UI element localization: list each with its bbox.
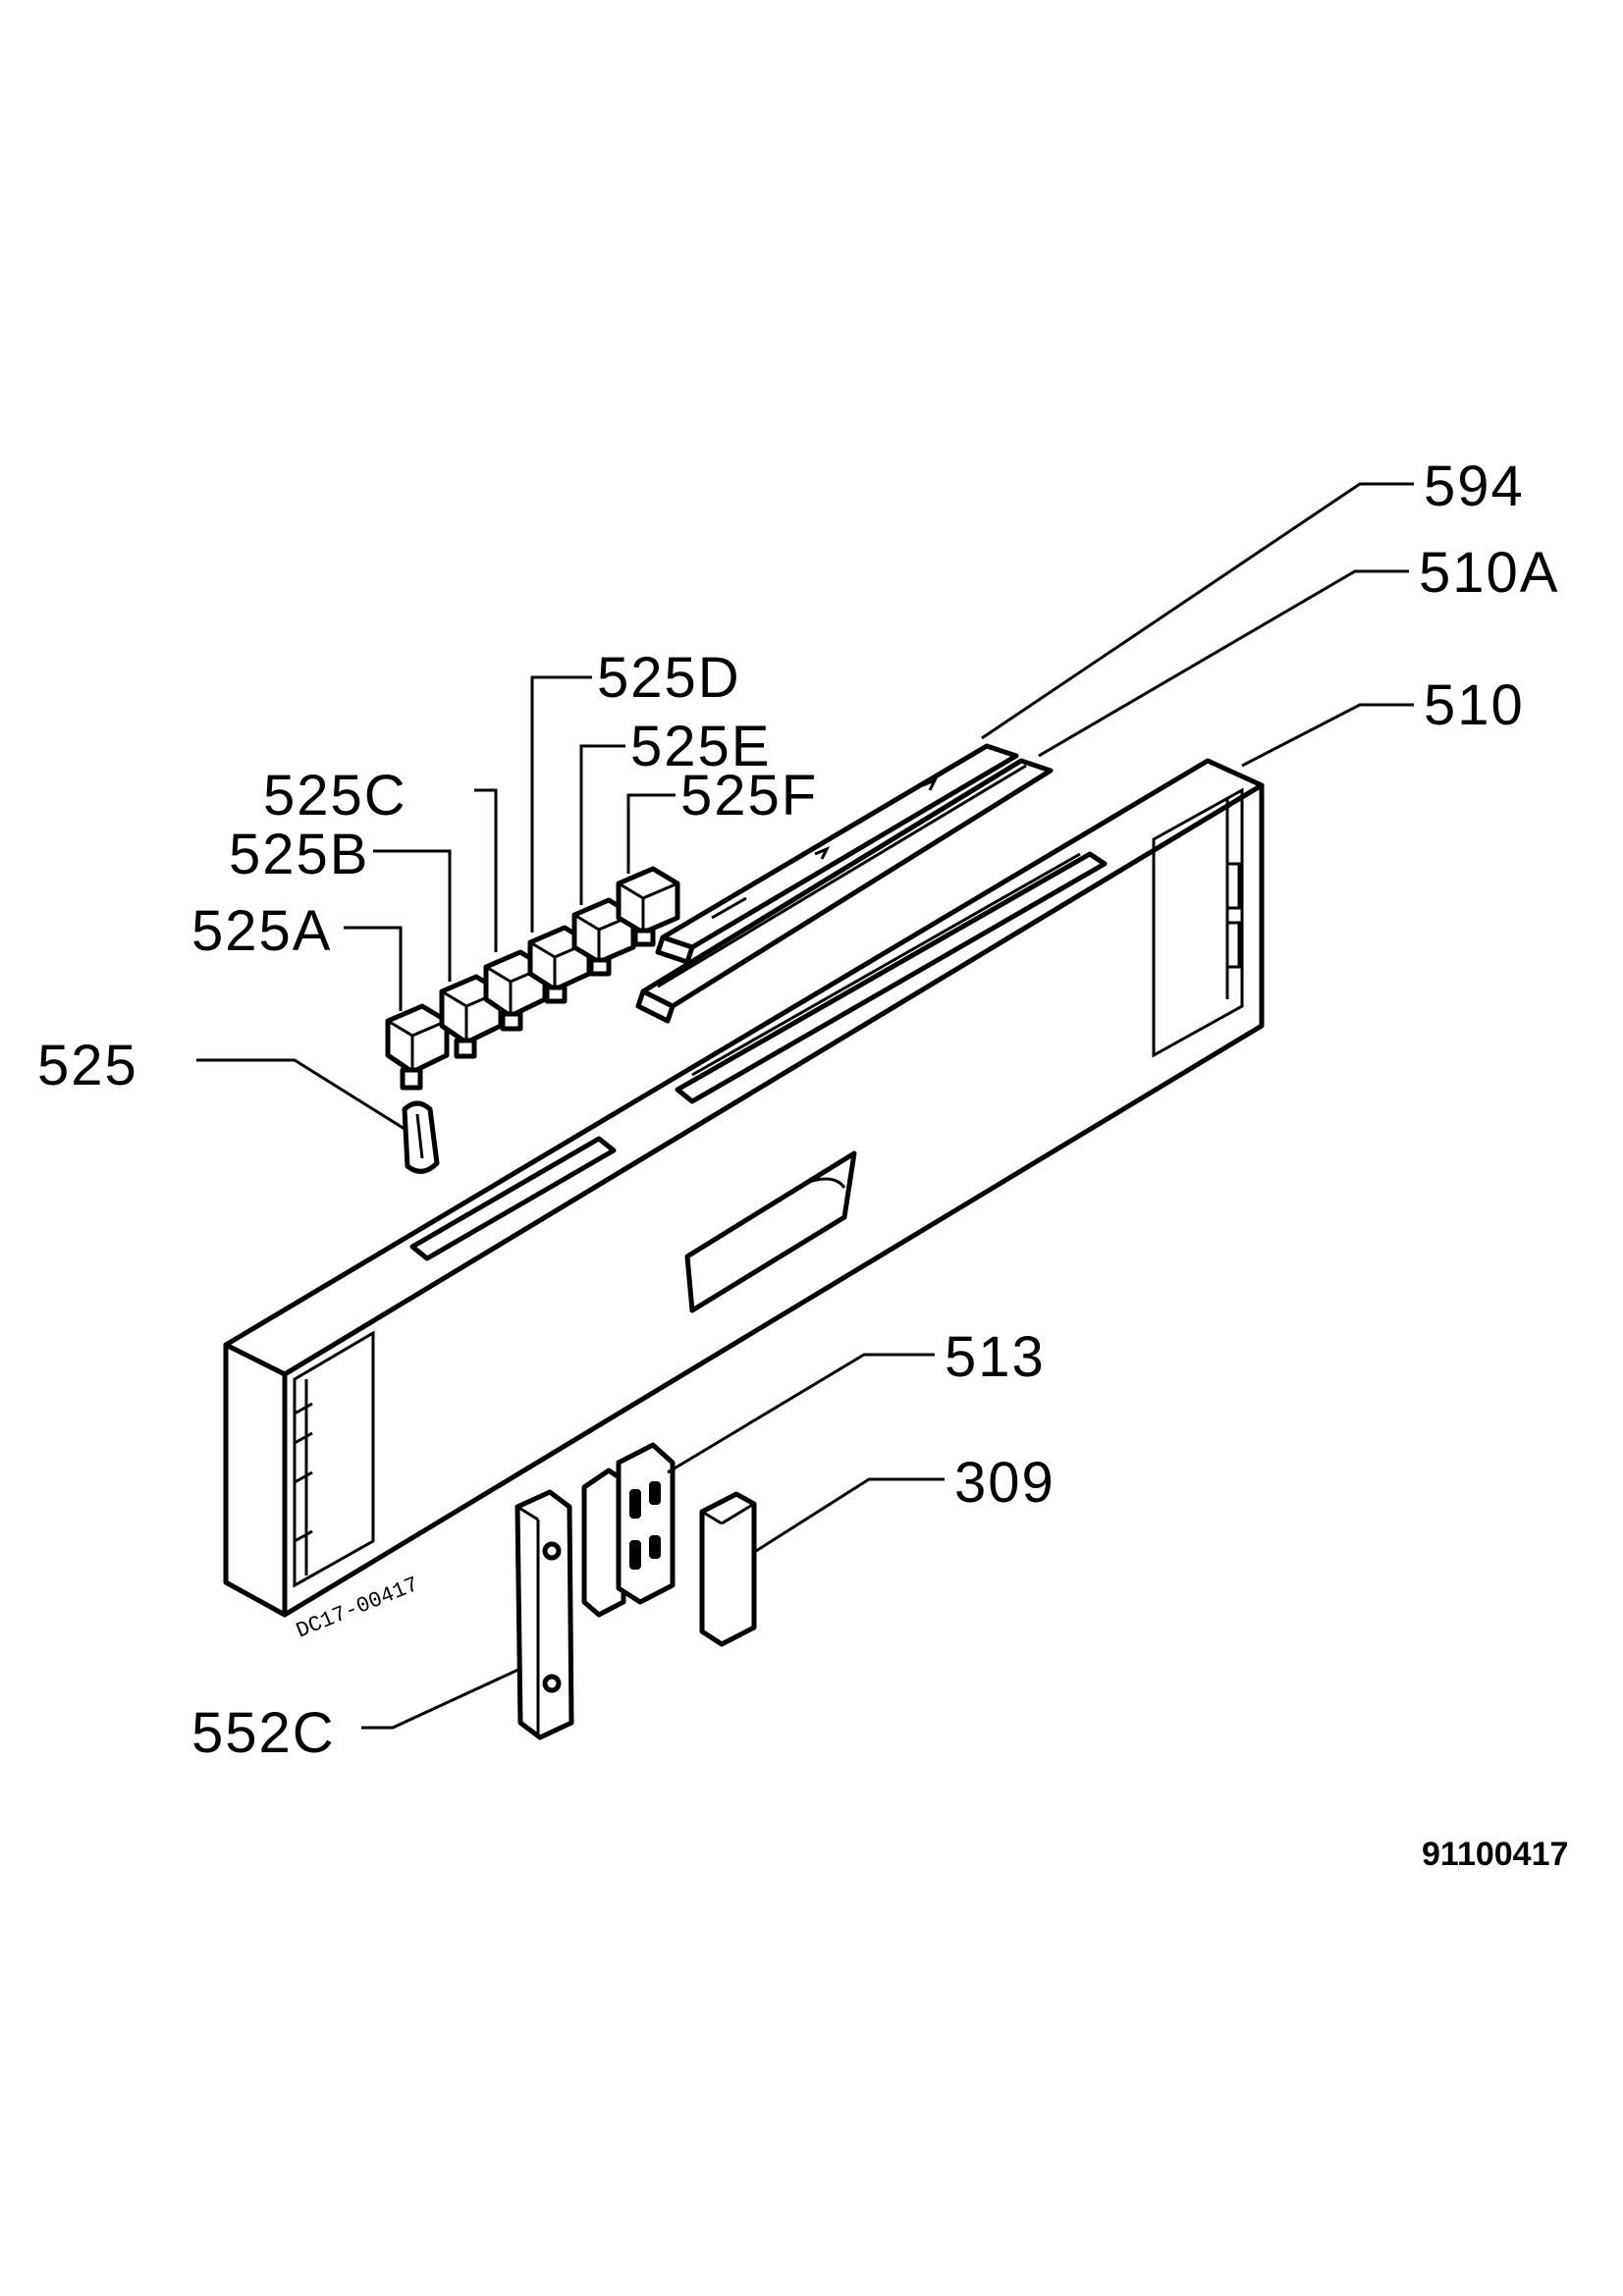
handle-recess [684, 1150, 857, 1313]
callout-525B: 525B [229, 823, 369, 886]
callout-525F: 525F [680, 764, 818, 828]
callout-309: 309 [954, 1451, 1055, 1515]
control-panel-510 [223, 758, 1265, 1618]
rail-510A [635, 758, 1054, 1024]
button-525F [616, 866, 680, 947]
hinge-plate-552C [514, 1489, 574, 1740]
callout-594: 594 [1424, 454, 1525, 518]
callout-525C: 525C [263, 764, 407, 828]
document-number: 91100417 [1422, 1836, 1568, 1873]
bracket-513 [581, 1442, 676, 1618]
callout-525D: 525D [597, 646, 741, 710]
callout-510A: 510A [1419, 541, 1559, 605]
button-525A [385, 1003, 450, 1091]
strip-594 [655, 743, 1019, 965]
panel-slot-long [675, 851, 1108, 1104]
pad-309 [699, 1491, 757, 1647]
callout-525A: 525A [191, 899, 332, 963]
callout-513: 513 [945, 1325, 1046, 1389]
callout-labels: 594 510A 510 525D 525E 525C 525F 525B 52… [37, 454, 1559, 1765]
callout-525: 525 [37, 1034, 138, 1097]
panel-slot-left [409, 1136, 617, 1261]
callout-525E: 525E [630, 715, 771, 778]
callout-510: 510 [1424, 673, 1525, 737]
callout-552C: 552C [191, 1701, 336, 1765]
pin-525 [402, 1100, 440, 1174]
leader-lines [196, 482, 1414, 1730]
